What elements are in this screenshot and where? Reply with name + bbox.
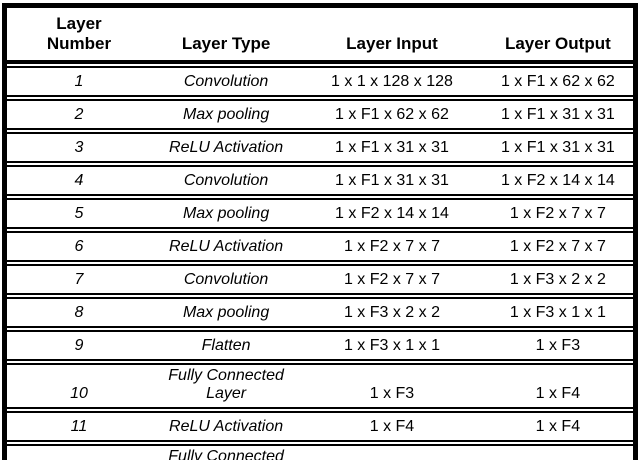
layer-number-cell: 7 (7, 264, 151, 295)
layer-input-cell: 1 x F1 x 62 x 62 (301, 99, 483, 130)
layer-type-cell: Convolution (150, 264, 302, 295)
layer-type-cell: Fully Connected Layer (150, 444, 302, 460)
layer-output-cell: 1 x 1 (482, 444, 633, 460)
layer-number-cell: 5 (7, 198, 151, 229)
layer-type-cell: Convolution (150, 66, 302, 97)
layer-type-cell: Flatten (150, 330, 302, 361)
table-row: 10 Fully Connected Layer 1 x F3 1 x F4 (7, 363, 633, 409)
layer-number-cell: 6 (7, 231, 151, 262)
table-row: 6 ReLU Activation 1 x F2 x 7 x 7 1 x F2 … (7, 231, 633, 262)
layer-input-cell: 1 x F1 x 31 x 31 (301, 132, 483, 163)
layer-output-cell: 1 x F2 x 14 x 14 (482, 165, 633, 196)
layer-input-cell: 1 x F3 (301, 363, 483, 409)
layer-output-cell: 1 x F4 (482, 411, 633, 442)
col-header-layer-type-label: Layer Type (181, 34, 271, 53)
layer-type-cell: Max pooling (150, 99, 302, 130)
table-row: 4 Convolution 1 x F1 x 31 x 31 1 x F2 x … (7, 165, 633, 196)
layer-output-cell: 1 x F3 x 2 x 2 (482, 264, 633, 295)
layer-number-cell: 11 (7, 411, 151, 442)
layer-number-cell: 4 (7, 165, 151, 196)
col-header-layer-output: Layer Output (482, 10, 633, 64)
table-row: 11 ReLU Activation 1 x F4 1 x F4 (7, 411, 633, 442)
layer-output-cell: 1 x F3 (482, 330, 633, 361)
layer-input-cell: 1 x F1 x 31 x 31 (301, 165, 483, 196)
layer-type-cell: ReLU Activation (150, 411, 302, 442)
layer-type-cell: ReLU Activation (150, 132, 302, 163)
table-row: 8 Max pooling 1 x F3 x 2 x 2 1 x F3 x 1 … (7, 297, 633, 328)
layer-output-cell: 1 x F3 x 1 x 1 (482, 297, 633, 328)
layer-number-cell: 9 (7, 330, 151, 361)
layer-input-cell: 1 x 1 x 128 x 128 (301, 66, 483, 97)
layer-output-cell: 1 x F2 x 7 x 7 (482, 198, 633, 229)
layer-input-cell: 1 x F2 x 7 x 7 (301, 264, 483, 295)
table-row: 7 Convolution 1 x F2 x 7 x 7 1 x F3 x 2 … (7, 264, 633, 295)
layer-input-cell: 1 x F2 x 7 x 7 (301, 231, 483, 262)
layer-input-cell: 1 x F3 x 2 x 2 (301, 297, 483, 328)
col-header-layer-type: Layer Type (150, 10, 302, 64)
layer-number-cell: 12 (7, 444, 151, 460)
layer-output-cell: 1 x F1 x 31 x 31 (482, 132, 633, 163)
layer-type-cell: Fully Connected Layer (150, 363, 302, 409)
layer-type-cell: ReLU Activation (150, 231, 302, 262)
layer-number-cell: 2 (7, 99, 151, 130)
layer-input-cell: 1 x F2 x 14 x 14 (301, 198, 483, 229)
layer-output-cell: 1 x F1 x 31 x 31 (482, 99, 633, 130)
table-row: 2 Max pooling 1 x F1 x 62 x 62 1 x F1 x … (7, 99, 633, 130)
layer-number-cell: 3 (7, 132, 151, 163)
table-row: 5 Max pooling 1 x F2 x 14 x 14 1 x F2 x … (7, 198, 633, 229)
layer-type-cell: Max pooling (150, 198, 302, 229)
layer-number-cell: 1 (7, 66, 151, 97)
table-row: 9 Flatten 1 x F3 x 1 x 1 1 x F3 (7, 330, 633, 361)
col-header-layer-input-label: Layer Input (346, 34, 438, 53)
table-row: 1 Convolution 1 x 1 x 128 x 128 1 x F1 x… (7, 66, 633, 97)
layer-number-cell: 8 (7, 297, 151, 328)
layer-type-cell: Max pooling (150, 297, 302, 328)
cnn-architecture-table: Layer Number Layer Type Layer Input Laye… (2, 3, 638, 460)
layer-input-cell: 1 x F4 (301, 411, 483, 442)
layer-type-cell: Convolution (150, 165, 302, 196)
table-row: 3 ReLU Activation 1 x F1 x 31 x 31 1 x F… (7, 132, 633, 163)
header-row: Layer Number Layer Type Layer Input Laye… (7, 10, 633, 64)
col-header-layer-output-label: Layer Output (504, 34, 611, 53)
col-header-layer-number-label: Layer Number (46, 14, 112, 53)
layer-number-cell: 10 (7, 363, 151, 409)
layer-output-cell: 1 x F2 x 7 x 7 (482, 231, 633, 262)
layer-input-cell: 1 x F3 x 1 x 1 (301, 330, 483, 361)
layer-output-cell: 1 x F1 x 62 x 62 (482, 66, 633, 97)
col-header-layer-number: Layer Number (7, 10, 151, 64)
layer-output-cell: 1 x F4 (482, 363, 633, 409)
table-row: 12 Fully Connected Layer 1 x F4 1 x 1 (7, 444, 633, 460)
col-header-layer-input: Layer Input (301, 10, 483, 64)
layer-input-cell: 1 x F4 (301, 444, 483, 460)
